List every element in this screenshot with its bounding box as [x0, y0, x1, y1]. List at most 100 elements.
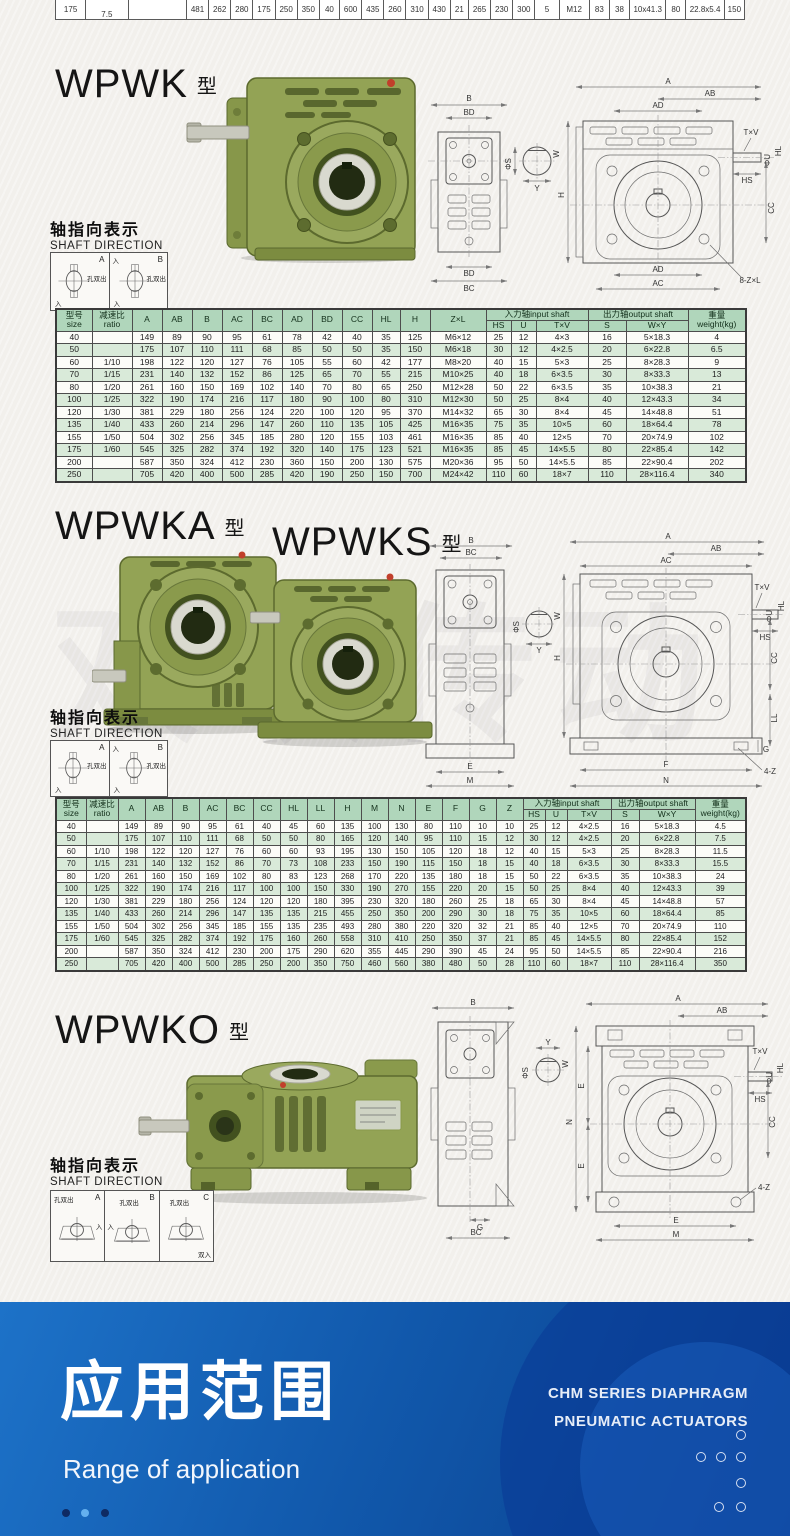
svg-text:HL: HL [776, 1062, 785, 1073]
svg-text:E: E [467, 762, 472, 771]
model-name: WPWKA [55, 504, 216, 548]
svg-text:E: E [577, 1163, 586, 1168]
svg-text:Y: Y [534, 184, 540, 193]
svg-text:E: E [577, 1083, 586, 1088]
decor-ring [736, 1478, 746, 1488]
svg-text:N: N [663, 776, 669, 785]
input-shaft-group: 入力轴input shaft [485, 308, 589, 321]
svg-text:HS: HS [741, 176, 752, 185]
svg-text:AC: AC [660, 556, 671, 565]
svg-text:H: H [557, 192, 566, 198]
svg-text:BC: BC [465, 548, 476, 557]
svg-text:W: W [552, 150, 561, 158]
decor-ring [736, 1502, 746, 1512]
wpwks-side-view: B BC E M [425, 536, 515, 788]
sd-panel-a: A 孔双出 入 [51, 1191, 106, 1261]
wpwko-shaft-direction-box: A 孔双出 入 B 孔双出 入 C 孔双出 双入 [50, 1190, 214, 1262]
wpwko-product-photo [138, 1059, 427, 1204]
type-suffix: 型 [224, 518, 246, 540]
svg-text:HL: HL [777, 600, 786, 611]
model-name: WPWK [55, 62, 188, 106]
svg-text:B: B [466, 94, 471, 103]
output-shaft-group: 出力轴output shaft [610, 797, 696, 810]
banner-title: 应用范围 [60, 1356, 340, 1428]
decor-ring [714, 1502, 724, 1512]
svg-text:HS: HS [759, 633, 770, 642]
svg-text:BD: BD [463, 108, 474, 117]
svg-text:BC: BC [463, 284, 474, 293]
svg-text:M: M [467, 776, 474, 785]
wpwka-product-photo [92, 551, 289, 734]
svg-text:N: N [565, 1119, 574, 1125]
wpwka-shaft-direction-label: 轴指向表示 SHAFT DIRECTION [50, 710, 163, 740]
shaft-glyph [114, 1219, 151, 1243]
svg-text:M: M [673, 1230, 680, 1239]
svg-text:E: E [673, 1216, 678, 1225]
input-shaft [250, 611, 281, 624]
svg-text:B: B [468, 536, 473, 545]
wpwk-front-view: A AB AD H T×V ΦU HL HS CC AD AC 8-Z×L [557, 77, 783, 291]
svg-text:T×V: T×V [753, 1047, 769, 1056]
cooling-fins [285, 88, 401, 118]
svg-text:4-Z: 4-Z [758, 1183, 770, 1192]
shaft-glyph [118, 264, 151, 298]
shaft-glyph [59, 1217, 95, 1241]
sd-panel-c: C 孔双出 双入 [160, 1191, 213, 1261]
input-shaft [138, 1119, 190, 1133]
input-shaft [186, 125, 250, 140]
input-shaft-group: 入力轴input shaft [522, 797, 612, 810]
svg-text:8-Z×L: 8-Z×L [739, 276, 761, 285]
wpwk-shaft-section: ΦS W Y [504, 143, 561, 193]
wpwko-side-view: B G BC [430, 998, 516, 1240]
dot [81, 1509, 90, 1517]
svg-text:G: G [763, 745, 769, 754]
vent-plug [238, 551, 246, 559]
svg-text:AC: AC [652, 279, 663, 288]
svg-text:A: A [675, 994, 681, 1003]
svg-text:LL: LL [770, 713, 779, 722]
banner-subtitle: Range of application [63, 1454, 301, 1484]
banner-series-text: CHM SERIES DIAPHRAGM PNEUMATIC ACTUATORS [547, 1385, 748, 1430]
sd-panel-a: A 孔双出 入 [51, 253, 110, 310]
svg-text:4-Z: 4-Z [764, 767, 776, 776]
wpwko-shaft-direction-label: 轴指向表示 SHAFT DIRECTION [50, 1158, 163, 1188]
wpwks-shaft-section: ΦS Y W [512, 607, 562, 655]
decor-ring [736, 1452, 746, 1462]
output-shaft-group: 出力轴output shaft [587, 308, 689, 321]
svg-text:HS: HS [754, 1095, 765, 1104]
wpwks-product-photo [250, 573, 433, 747]
shaft-glyph [58, 752, 88, 784]
svg-text:ΦS: ΦS [504, 158, 513, 170]
decor-ring [696, 1452, 706, 1462]
svg-text:AB: AB [711, 544, 722, 553]
vent-plug [387, 79, 395, 87]
sd-panel-b: B 入 孔双出 入 [112, 255, 167, 308]
wpwk-shaft-direction-box: A 孔双出 入 B 入 孔双出 入 [50, 252, 168, 311]
svg-text:T×V: T×V [755, 583, 771, 592]
sd-panel-a: A 孔双出 入 [51, 741, 110, 796]
svg-text:T×V: T×V [744, 128, 760, 137]
wpwk-shaft-direction-label: 轴指向表示 SHAFT DIRECTION [50, 222, 163, 252]
